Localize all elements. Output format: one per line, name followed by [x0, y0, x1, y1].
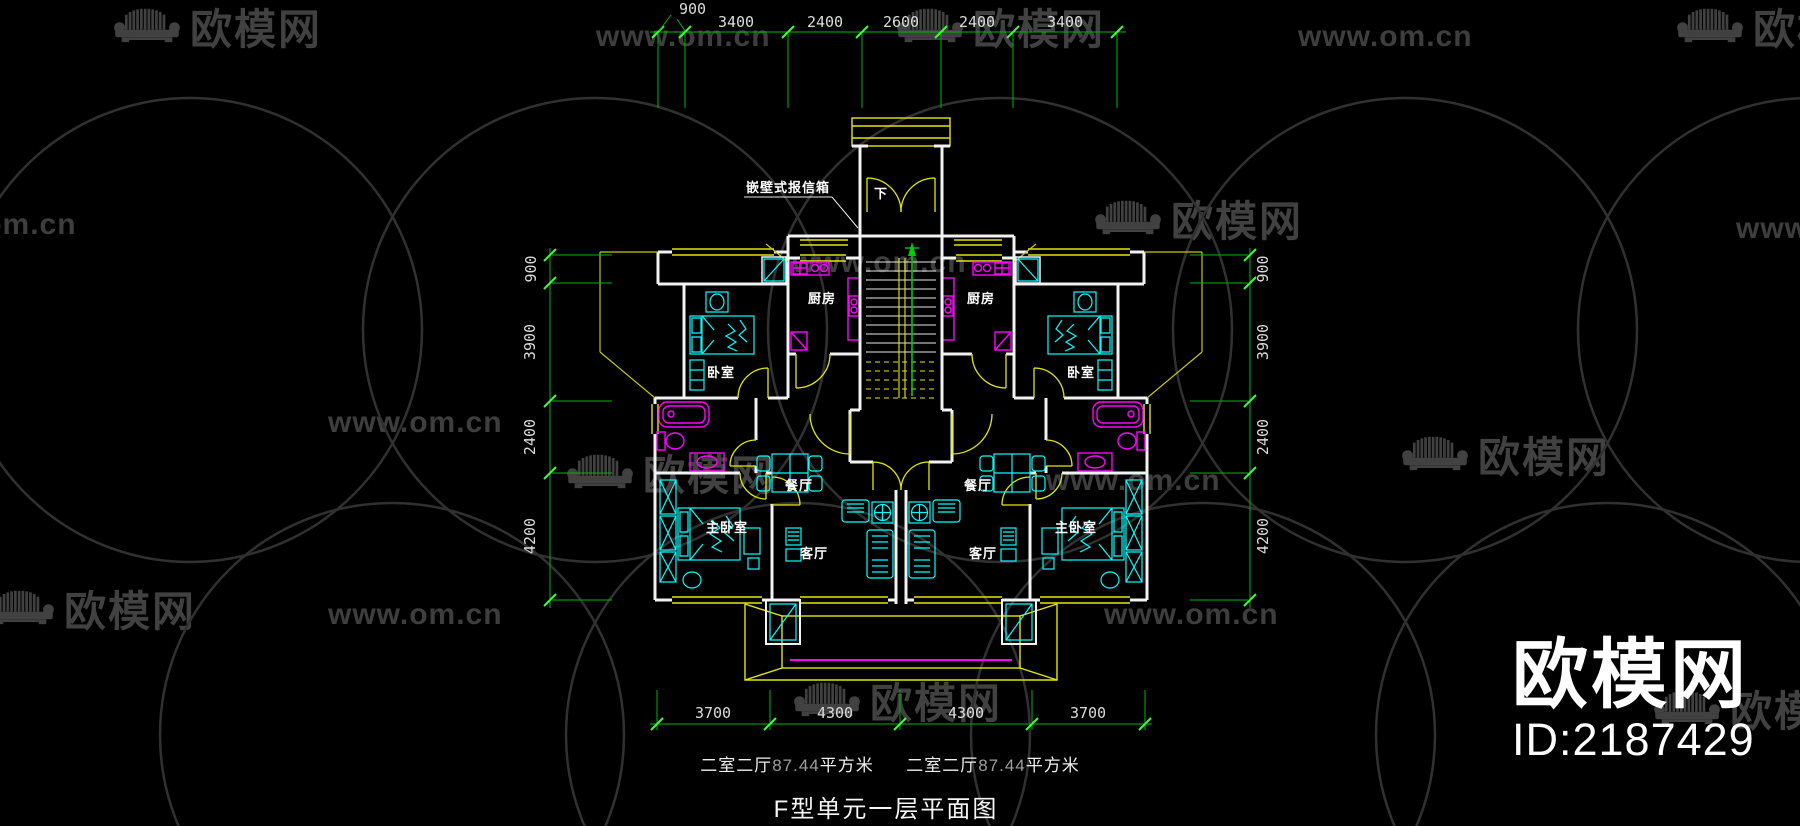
watermark-logo: 欧模网 — [1093, 198, 1303, 246]
dim-left-4200: 4200 — [521, 518, 539, 554]
dim-right-3900: 3900 — [1254, 324, 1272, 360]
room-label-master-left: 主卧室 — [706, 520, 748, 535]
sofa-icon — [565, 452, 635, 492]
sofa-icon — [1093, 198, 1163, 238]
footer: 二室二厅87.44平方米 二室二厅87.44平方米 F型单元一层平面图 — [700, 756, 1080, 823]
sofa-icon — [0, 588, 56, 628]
unit-left — [598, 234, 898, 605]
core-walls — [848, 144, 954, 604]
room-label-bedroom-right: 卧室 — [1067, 365, 1095, 380]
entry-canopy — [851, 117, 951, 147]
dim-left-2400: 2400 — [521, 419, 539, 455]
sofa-icon — [792, 680, 862, 720]
lobby-doors — [809, 413, 993, 491]
unit-area-left: 二室二厅87.44平方米 — [700, 756, 874, 775]
watermark-url: www.om.cn — [1104, 598, 1279, 631]
dim-left-3900: 3900 — [521, 324, 539, 360]
entrance-doors — [866, 177, 936, 213]
watermark-url: www.om.cn — [328, 406, 503, 439]
sofa-icon — [1400, 434, 1470, 474]
dim-bottom-3700a: 3700 — [695, 704, 731, 722]
drawing-title: F型单元一层平面图 — [774, 796, 999, 823]
watermark-logo: 欧模网 — [792, 680, 1002, 728]
watermark-url: www.om.cn — [1736, 212, 1800, 245]
watermark-logo: 欧模网 — [1400, 434, 1610, 482]
room-label-dining-left: 餐厅 — [784, 478, 813, 493]
mailbox-annotation: 嵌壁式报信箱 — [744, 180, 859, 229]
room-label-living-right: 客厅 — [969, 546, 997, 561]
dim-right-900: 900 — [1254, 255, 1272, 282]
room-labels: 厨房 厨房 卧室 卧室 餐厅 餐厅 主卧室 主卧室 客厅 客厅 — [706, 291, 1097, 561]
dimensions-left: 900 3900 2400 4200 — [521, 248, 612, 608]
sofa-icon — [1675, 6, 1745, 46]
watermark-logo: 欧模网 — [1675, 6, 1800, 54]
dim-top-2400a: 2400 — [807, 13, 843, 31]
watermark-logo: 欧模网 — [895, 6, 1105, 54]
watermark-url: www.om.cn — [0, 208, 77, 241]
entry-porch — [744, 599, 1058, 681]
stair-down-label: 下 — [874, 186, 888, 201]
room-label-master-right: 主卧室 — [1055, 520, 1097, 535]
watermark-url: www.om.cn — [1046, 464, 1221, 497]
sofa-icon — [895, 6, 965, 46]
sofa-icon — [112, 6, 182, 46]
watermark-logo: 欧模网 — [565, 452, 775, 500]
mailbox-label: 嵌壁式报信箱 — [746, 180, 830, 195]
watermark-logo: 欧模网 — [0, 588, 196, 636]
dim-right-4200: 4200 — [1254, 518, 1272, 554]
brand-id: ID:2187429 — [1512, 714, 1755, 765]
brand-logo-text: 欧模网 — [1512, 633, 1749, 718]
room-label-living-left: 客厅 — [800, 546, 828, 561]
porch-windows — [765, 599, 1037, 645]
brand-block: 欧模网 ID:2187429 — [1512, 636, 1755, 764]
dim-right-2400: 2400 — [1254, 419, 1272, 455]
dim-bottom-3700b: 3700 — [1070, 704, 1106, 722]
unit-area-right: 二室二厅87.44平方米 — [906, 756, 1080, 775]
dim-top-900: 900 — [679, 0, 706, 18]
room-label-kitchen-left: 厨房 — [808, 291, 836, 306]
room-label-bedroom-left: 卧室 — [707, 365, 735, 380]
dim-left-900: 900 — [522, 255, 540, 282]
watermark-url: www.om.cn — [596, 20, 771, 53]
watermark-url: www.om.cn — [792, 246, 967, 279]
unit-right — [904, 234, 1204, 605]
watermark-url: www.om.cn — [328, 598, 503, 631]
watermark-url: www.om.cn — [1298, 20, 1473, 53]
dimensions-right: 900 3900 2400 4200 — [1190, 248, 1272, 608]
room-label-kitchen-right: 厨房 — [967, 291, 995, 306]
watermark-logo: 欧模网 — [112, 6, 322, 54]
stair-core: 嵌壁式报信箱 下 — [744, 117, 1058, 681]
room-label-dining-right: 餐厅 — [963, 478, 992, 493]
